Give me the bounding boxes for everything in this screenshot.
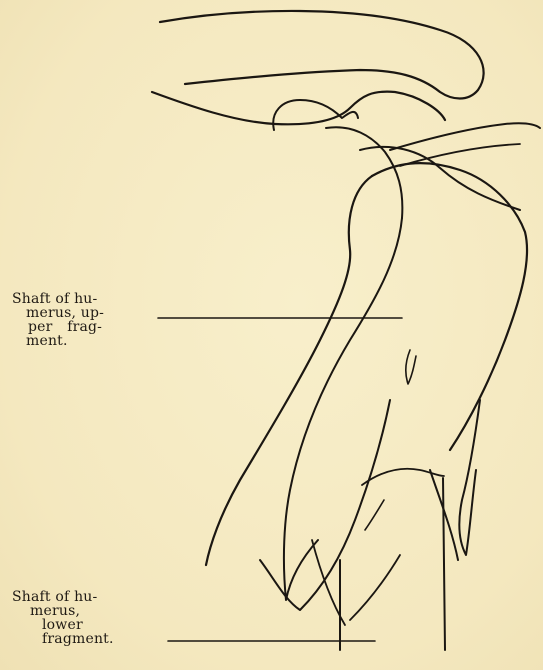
label-lower-fragment: Shaft of hu- merus, lower fragment.	[12, 590, 114, 646]
label-upper-line: per frag-	[12, 320, 104, 334]
lower-fragment-left-edge	[260, 400, 390, 610]
label-lower-line: merus,	[12, 604, 114, 618]
label-upper-line: ment.	[12, 334, 104, 348]
acromion-lower-edge	[152, 92, 445, 125]
lower-fragment-outer	[459, 400, 480, 555]
lower-shaft-inner-line	[350, 555, 400, 620]
humeral-head-small-outline	[273, 100, 358, 130]
label-lower-line: lower	[12, 618, 114, 632]
label-upper-line: Shaft of hu-	[12, 292, 104, 306]
glenoid-curve	[326, 127, 402, 218]
lower-shaft-right-vertical	[443, 478, 445, 650]
label-lower-line: fragment.	[12, 632, 114, 646]
label-upper-line: merus, up-	[12, 306, 104, 320]
acromion-outline	[160, 11, 484, 99]
upper-fragment-inner-edge	[284, 218, 402, 600]
upper-fragment-left-edge	[206, 176, 372, 565]
small-fragment-mark	[406, 350, 416, 384]
upper-fragment-right-edge	[372, 163, 527, 450]
clavicle-line	[390, 123, 540, 150]
label-lower-line: Shaft of hu-	[12, 590, 114, 604]
fracture-dash	[365, 500, 384, 530]
scapula-neck	[360, 147, 520, 210]
label-upper-fragment: Shaft of hu- merus, up- per frag- ment.	[12, 292, 104, 348]
